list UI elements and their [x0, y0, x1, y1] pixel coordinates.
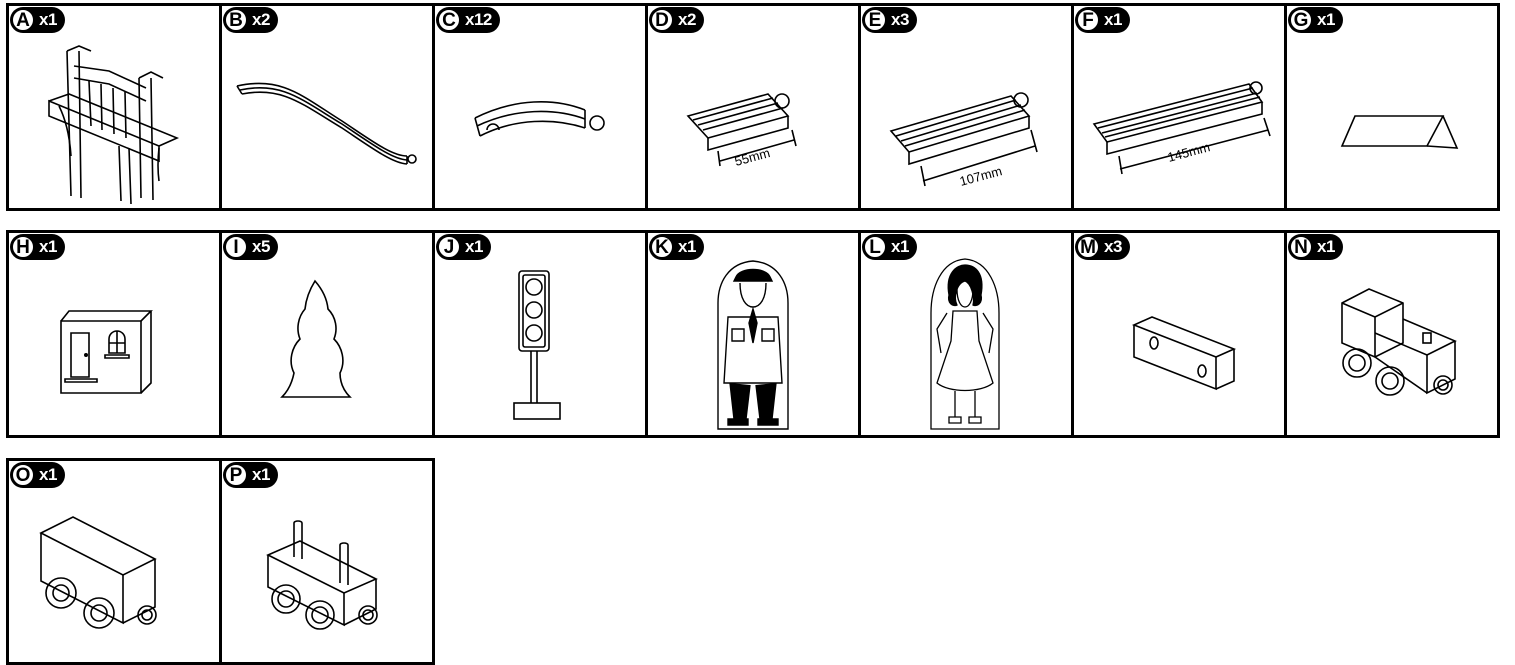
long-track-icon: 145mm [1092, 81, 1271, 175]
part-letter: E [863, 8, 887, 32]
part-label: J x1 [436, 234, 491, 260]
part-cell-h: H x1 [6, 230, 222, 438]
part-quantity: x3 [891, 10, 909, 29]
house-icon [60, 310, 153, 394]
part-letter: P [224, 463, 248, 487]
ramp-track-icon [236, 82, 417, 165]
part-letter: K [650, 235, 674, 259]
bridge-icon [48, 45, 180, 205]
part-letter: L [863, 235, 887, 259]
part-cell-e: E x3 107mm [858, 3, 1074, 211]
part-cell-b: B x2 [219, 3, 435, 211]
part-quantity: x2 [678, 10, 696, 29]
part-cell-a: A x1 [6, 3, 222, 211]
wedge-block-icon [1340, 115, 1459, 149]
part-letter: O [11, 463, 35, 487]
train-car-icon [39, 516, 157, 629]
part-cell-o: O x1 [6, 458, 222, 665]
part-letter: G [1289, 8, 1313, 32]
part-letter: D [650, 8, 674, 32]
part-cell-m: M x3 [1071, 230, 1287, 438]
part-letter: I [224, 235, 248, 259]
part-label: N x1 [1288, 234, 1343, 260]
part-label: A x1 [10, 7, 65, 33]
part-letter: N [1289, 235, 1313, 259]
part-cell-d: D x2 55mm [645, 3, 861, 211]
short-track-icon: 55mm [686, 93, 797, 169]
part-label: B x2 [223, 7, 278, 33]
part-cell-g: G x1 [1284, 3, 1500, 211]
part-cell-j: J x1 [432, 230, 648, 438]
part-label: K x1 [649, 234, 704, 260]
part-quantity: x1 [39, 237, 57, 256]
girl-figure-icon [930, 258, 1000, 430]
part-letter: C [437, 8, 461, 32]
curved-track-icon [474, 101, 605, 137]
locomotive-icon [1341, 288, 1457, 396]
part-quantity: x1 [1317, 10, 1335, 29]
part-label: L x1 [862, 234, 917, 260]
part-letter: J [437, 235, 461, 259]
part-quantity: x1 [1317, 237, 1335, 256]
part-quantity: x1 [891, 237, 909, 256]
part-quantity: x1 [678, 237, 696, 256]
part-label: O x1 [10, 462, 65, 488]
parts-row-2: H x1 I x5 J x1 [6, 230, 1500, 438]
part-quantity: x1 [39, 10, 57, 29]
part-label: F x1 [1075, 7, 1130, 33]
part-quantity: x1 [39, 465, 57, 484]
part-label: H x1 [10, 234, 65, 260]
part-cell-n: N x1 [1284, 230, 1500, 438]
part-label: P x1 [223, 462, 278, 488]
part-cell-p: P x1 [219, 458, 435, 665]
tender-car-icon [266, 520, 378, 630]
traffic-light-icon [513, 270, 561, 420]
dimension-label: 55mm [733, 145, 772, 169]
dimension-label: 107mm [958, 163, 1004, 189]
part-quantity: x3 [1104, 237, 1122, 256]
part-letter: F [1076, 8, 1100, 32]
part-cell-c: C x12 [432, 3, 648, 211]
part-label: I x5 [223, 234, 278, 260]
part-cell-k: K x1 [645, 230, 861, 438]
part-quantity: x1 [465, 237, 483, 256]
medium-track-icon: 107mm [889, 92, 1038, 189]
part-label: M x3 [1075, 234, 1130, 260]
part-quantity: x2 [252, 10, 270, 29]
tree-icon [280, 279, 352, 398]
part-cell-l: L x1 [858, 230, 1074, 438]
part-label: C x12 [436, 7, 500, 33]
part-cell-f: F x1 145mm [1071, 3, 1287, 211]
part-letter: B [224, 8, 248, 32]
part-letter: M [1076, 235, 1100, 259]
part-quantity: x1 [1104, 10, 1122, 29]
dimension-label: 145mm [1166, 139, 1212, 165]
connector-plate-icon [1131, 316, 1237, 391]
part-quantity: x5 [252, 237, 270, 256]
part-label: D x2 [649, 7, 704, 33]
part-label: G x1 [1288, 7, 1343, 33]
policeman-figure-icon [717, 260, 789, 430]
part-label: E x3 [862, 7, 917, 33]
part-cell-i: I x5 [219, 230, 435, 438]
part-quantity: x12 [465, 10, 492, 29]
parts-row-1: A x1 B x2 C x12 [6, 3, 1500, 211]
part-letter: A [11, 8, 35, 32]
parts-row-3: O x1 P x1 [6, 458, 435, 665]
part-quantity: x1 [252, 465, 270, 484]
part-letter: H [11, 235, 35, 259]
